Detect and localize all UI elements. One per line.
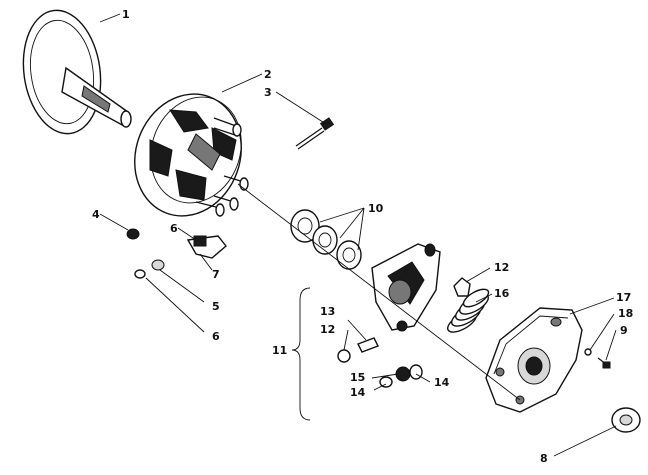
part-3-bolt: [295, 117, 335, 150]
label-14a: 14: [350, 386, 366, 399]
label-11: 11: [272, 344, 287, 357]
part-5-pin: [134, 259, 165, 279]
part-16-spring: [447, 288, 490, 333]
label-12a: 12: [494, 261, 509, 274]
label-3: 3: [264, 86, 272, 99]
label-2: 2: [264, 68, 272, 81]
label-7: 7: [212, 268, 220, 281]
part-10-washers: [290, 209, 362, 270]
label-8: 8: [540, 452, 548, 465]
label-17: 17: [616, 291, 631, 304]
part-18-9-screw: [584, 348, 611, 369]
label-16: 16: [494, 287, 510, 300]
label-15: 15: [350, 371, 365, 384]
label-12b: 12: [320, 323, 335, 336]
label-6a: 6: [170, 222, 178, 235]
part-1-sheave-shaft: [22, 9, 132, 135]
label-5: 5: [212, 300, 220, 313]
label-13: 13: [320, 305, 335, 318]
label-1: 1: [122, 8, 130, 21]
label-4: 4: [92, 208, 100, 221]
label-18: 18: [618, 307, 633, 320]
label-9: 9: [620, 324, 628, 337]
part-7-weight: [186, 235, 227, 259]
part-13-pin: [337, 337, 379, 363]
part-4-nut: [126, 228, 140, 240]
part-12-cap-upper: [453, 277, 471, 297]
spider-hub: [371, 243, 441, 332]
label-14b: 14: [434, 376, 450, 389]
part-17-cover: [485, 307, 583, 413]
part-8-cap: [611, 407, 641, 433]
part-2-clutch-housing: [134, 93, 249, 217]
leader-lines: [99, 13, 617, 457]
assembly-axis: [237, 183, 521, 401]
label-6b: 6: [212, 330, 220, 343]
label-10: 10: [368, 202, 384, 215]
part-labels: 1 2 3 4 6 7 5 6 10 12 16 17 18 9 13 12 1…: [92, 8, 633, 465]
